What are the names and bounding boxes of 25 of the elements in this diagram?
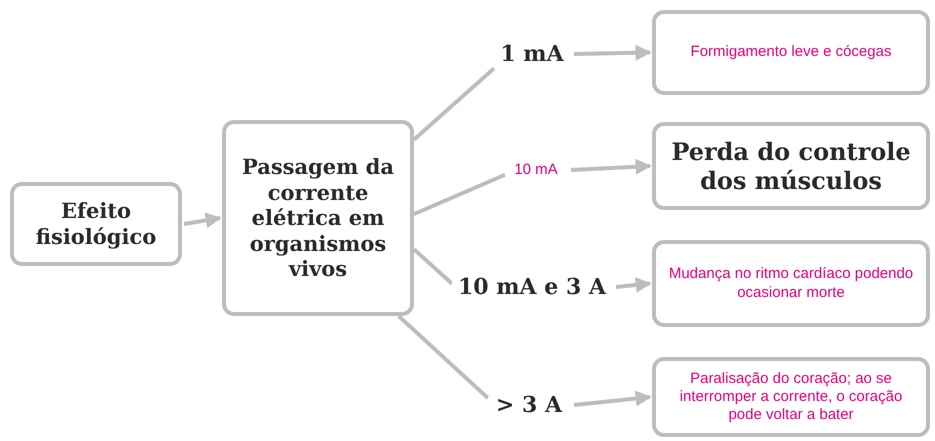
- arrow: [574, 44, 652, 61]
- connector-line: [412, 66, 496, 142]
- rounded-box: [652, 357, 930, 437]
- box-text: Paralisação do coração; ao se interromper a corrente, o coração pode voltar a bater: [678, 370, 904, 424]
- box-text: Perda do controle dos músculos: [670, 136, 912, 196]
- box-text: Passagem da corrente elétrica em organismos vivos: [241, 154, 395, 282]
- box-text: Mudança no ritmo cardíaco podendo ocasionar morte: [668, 265, 914, 302]
- current-label: > 3 A: [496, 392, 562, 418]
- rounded-box: [10, 182, 182, 266]
- connector-line: [413, 172, 506, 216]
- current-label: 10 mA e 3 A: [458, 274, 606, 300]
- box-text: Formigamento leve e cócegas: [690, 43, 892, 62]
- current-label: 1 mA: [500, 40, 564, 68]
- rounded-box: [652, 122, 930, 210]
- rounded-box: [222, 120, 414, 316]
- arrow: [616, 277, 652, 293]
- current-label: 10 mA: [514, 160, 558, 180]
- rounded-box: [652, 240, 930, 327]
- arrow: [184, 212, 222, 228]
- arrow: [570, 158, 652, 175]
- rounded-box: [652, 10, 930, 95]
- box-text: Efeito fisiológico: [34, 198, 158, 250]
- connector-line: [412, 248, 454, 286]
- arrow: [574, 390, 652, 407]
- connector-line: [397, 314, 490, 400]
